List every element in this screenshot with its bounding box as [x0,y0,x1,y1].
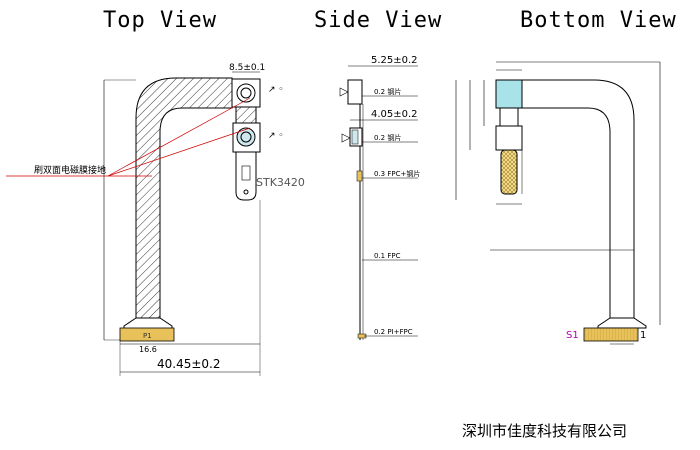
top-dim-pad: 16.6 [139,345,157,354]
top-part-label: STK3420 [256,176,305,189]
top-gold-pad [119,327,175,342]
top-stem [235,106,257,124]
top-lower-tab-hole [243,189,249,195]
top-dim-top: 8.5±0.1 [229,63,265,73]
top-lower-tab [235,151,257,201]
side-label-3: 0.3 FPC+钢片 [374,169,420,178]
side-label-2: 0.2 钢片 [374,133,401,142]
bottom-connector-flare [597,317,647,329]
bottom-connector [500,149,518,195]
company-name: 深圳市佳度科技有限公司 [462,422,628,440]
top-lower-tab-window [241,165,251,181]
side-label-4: 0.1 FPC [374,252,401,260]
side-label-1: 0.2 钢片 [374,87,401,96]
top-fpc-body [135,77,233,326]
bottom-view: S1 1 [455,61,661,345]
bottom-gold-fingers [583,327,639,342]
top-dim-width: 40.45±0.2 [157,357,221,371]
side-arrow-1 [339,87,349,97]
top-view: P1 ↗ ◦ ↗ ◦ 8.5±0.1 16.6 40.45±0.2 STK342… [6,63,305,376]
bottom-component [495,125,523,151]
top-lens-2-inner [240,131,252,143]
top-lens-1 [236,83,256,103]
bottom-pin-s1: S1 [566,330,579,341]
bottom-sensor [495,79,523,109]
side-view: 5.25±0.2 4.05±0.2 0.2 钢片 0.2 钢片 0.3 FPC+… [339,55,420,340]
top-lens-2 [236,127,256,147]
leader-line-2 [107,127,251,177]
top-view-title: Top View [103,8,217,33]
top-pad-label: P1 [143,332,152,340]
orientation-symbol-2: ↗ ◦ [268,131,284,141]
leader-line-1 [107,97,251,177]
side-module-2-lens [351,129,359,145]
orientation-symbol-1: ↗ ◦ [268,85,284,95]
top-lens-1-inner [240,87,252,99]
side-dim-1: 5.25±0.2 [371,55,418,66]
bottom-view-title: Bottom View [520,8,677,33]
side-view-title: Side View [314,8,443,33]
side-arrow-2 [341,133,351,143]
bottom-stem [499,107,519,127]
side-label-5: 0.2 PI+FPC [374,328,413,336]
bottom-pin-1: 1 [640,330,646,341]
annotation-text: 刷双面电磁膜接地 [34,164,106,176]
side-module-1 [347,79,363,105]
side-dim-2: 4.05±0.2 [371,109,418,120]
side-pad-1 [356,170,363,182]
